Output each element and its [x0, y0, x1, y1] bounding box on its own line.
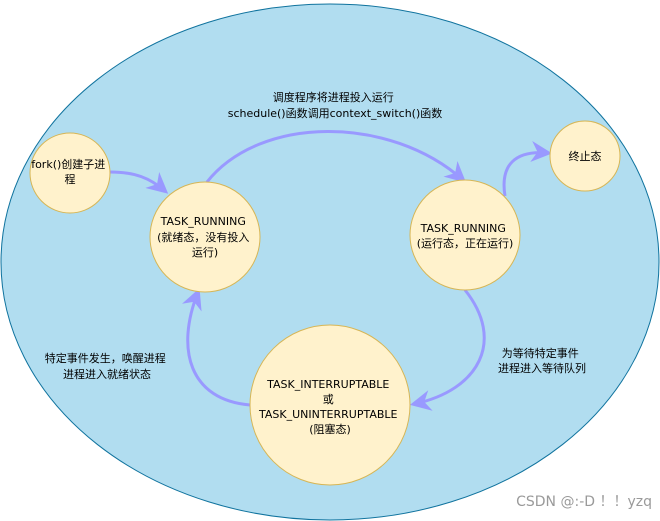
node-blocked-label: TASK_INTERRUPTABLE 或 TASK_UNINTERRUPTABL… [258, 378, 401, 436]
node-fork [29, 132, 111, 214]
edge-label-schedule: 调度程序将进程投入运行 schedule()函数调用context_switch… [228, 90, 443, 120]
edge-ready-to-running [205, 130, 467, 183]
edge-label-wait: 为等待特定事件 进程进入等待队列 [498, 346, 586, 375]
node-running-label: TASK_RUNNING (运行态，正在运行) [417, 222, 514, 250]
edge-running-to-terminated [502, 141, 553, 197]
node-blocked [249, 324, 411, 486]
node-terminated-label: 终止态 [569, 149, 602, 163]
node-terminated [549, 120, 621, 192]
background-ellipse [0, 3, 660, 521]
edge-label-wakeup: 特定事件发生，唤醒进程 进程进入就绪状态 [45, 351, 170, 381]
edge-blocked-to-ready [182, 288, 251, 407]
node-ready [149, 181, 261, 293]
edge-fork-to-ready [109, 170, 169, 194]
node-running [409, 179, 521, 291]
node-ready-label: TASK_RUNNING (就绪态，没有投入 运行) [157, 215, 253, 259]
edge-running-to-blocked [409, 289, 486, 411]
watermark: CSDN @:-D ！！yzq [516, 494, 652, 510]
node-fork-label: fork()创建子进 程 [31, 157, 109, 186]
